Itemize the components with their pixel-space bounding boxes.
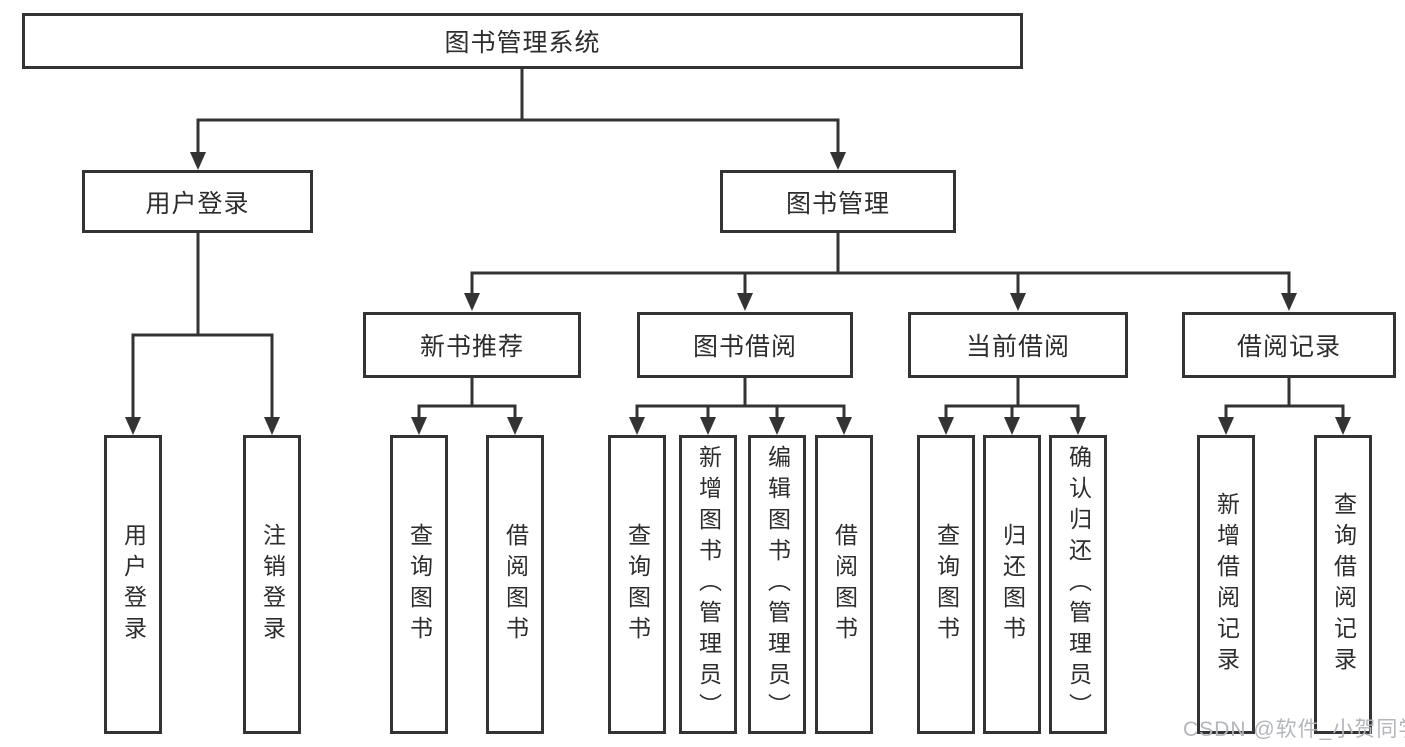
- node-leaf-logout: 注销登录: [243, 435, 301, 734]
- node-leaf-bb-add-books-admin: 新增图书（管理员）: [679, 435, 737, 734]
- node-leaf-br-add-record: 新增借阅记录: [1197, 435, 1255, 734]
- node-leaf-br-query-record: 查询借阅记录: [1314, 435, 1372, 734]
- node-user-login: 用户登录: [82, 170, 313, 233]
- node-leaf-cb-return-books: 归还图书: [983, 435, 1041, 734]
- watermark: CSDN @软件_小贺同学: [1183, 718, 1405, 741]
- book-mgmt-connector: [464, 233, 1297, 311]
- user-login-connector: [125, 233, 280, 435]
- node-leaf-user-login: 用户登录: [104, 435, 162, 734]
- node-root-system: 图书管理系统: [22, 13, 1023, 69]
- node-borrowing-records: 借阅记录: [1182, 312, 1396, 378]
- borrow-records-connector: [1218, 378, 1351, 435]
- node-book-borrowing: 图书借阅: [637, 312, 853, 378]
- book-borrow-connector: [629, 378, 852, 435]
- node-leaf-nb-borrow-books: 借阅图书: [486, 435, 544, 734]
- node-leaf-nb-query-books: 查询图书: [390, 435, 448, 734]
- node-leaf-bb-edit-books-admin: 编辑图书（管理员）: [748, 435, 806, 734]
- node-current-borrowing: 当前借阅: [908, 312, 1128, 378]
- node-leaf-bb-query-books: 查询图书: [608, 435, 666, 734]
- current-borrow-connector: [938, 378, 1086, 435]
- node-new-book-recommend: 新书推荐: [363, 312, 581, 378]
- root-connector: [190, 69, 846, 170]
- node-leaf-cb-confirm-return-admin: 确认归还（管理员）: [1049, 435, 1107, 734]
- node-book-management: 图书管理: [720, 170, 956, 233]
- new-books-connector: [411, 378, 523, 435]
- node-leaf-bb-borrow-books: 借阅图书: [815, 435, 873, 734]
- node-leaf-cb-query-books: 查询图书: [917, 435, 975, 734]
